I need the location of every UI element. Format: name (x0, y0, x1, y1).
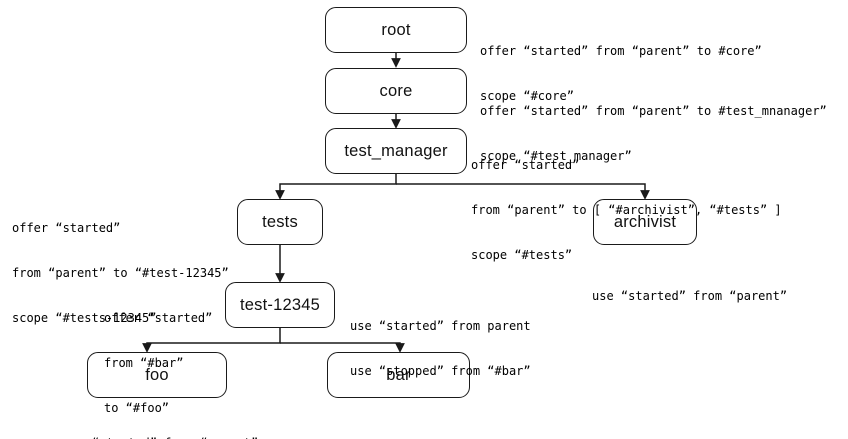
node-core: core (325, 68, 467, 114)
node-test-manager: test_manager (325, 128, 467, 174)
annotation-archivist: use “started” from “parent” (592, 259, 787, 334)
annotation-line: from “parent” to “#test-12345” (12, 266, 229, 280)
annotation-test-manager: offer “started” from “parent” to [ “#arc… (471, 128, 782, 293)
annotation-line: offer “started” (471, 158, 580, 172)
annotation-line: scope “#core” (480, 89, 574, 103)
annotation-line: use “started” from parent (350, 319, 531, 333)
annotation-line: scope “#tests” (471, 248, 573, 262)
annotation-tests: offer “started” from “parent” to “#test-… (12, 191, 229, 356)
annotation-line: offer “started” from “parent” to #test_m… (480, 104, 827, 118)
annotation-line: from “#bar” (104, 356, 184, 370)
node-tests-label: tests (262, 212, 298, 231)
annotation-root: offer “started” from “parent” to #core” … (480, 14, 762, 134)
annotation-line: offer “started” (104, 311, 213, 325)
node-foo-label: foo (145, 365, 169, 384)
annotation-line: offer “started” from “parent” to #core” (480, 44, 762, 58)
node-bar-label: bar (386, 365, 411, 384)
node-archivist: archivist (593, 199, 697, 245)
node-root: root (325, 7, 467, 53)
annotation-line: to “#foo” (104, 401, 170, 415)
annotation-line: use “started” from “parent” (63, 436, 258, 439)
annotation-test-12345-offer: offer “started” from “#bar” to “#foo” (104, 281, 212, 439)
edge-testmanager-archivist (396, 183, 650, 200)
annotation-line: scope “#test_manager” (480, 149, 632, 163)
node-bar: bar (327, 352, 470, 398)
annotation-line: use “stopped” from “#bar” (350, 364, 531, 378)
annotation-line: from “parent” to [ “#archivist”, “#tests… (471, 203, 782, 217)
node-test-12345-label: test-12345 (240, 295, 320, 314)
edge-test12345-bar (280, 342, 405, 353)
annotation-line: scope “#tests-12345” (12, 311, 157, 325)
annotation-core: offer “started” from “parent” to #test_m… (480, 74, 827, 194)
node-root-label: root (381, 20, 411, 39)
node-archivist-label: archivist (613, 212, 677, 231)
annotation-foo: use “started” from “parent” (63, 406, 258, 439)
node-core-label: core (379, 81, 413, 100)
edge-testmanager-tests (275, 174, 397, 200)
edge-test12345-foo (142, 328, 281, 353)
node-foo: foo (87, 352, 227, 398)
node-test-manager-label: test_manager (344, 141, 448, 160)
annotation-test-12345-use: use “started” from parent use “stopped” … (350, 289, 531, 409)
node-test-12345: test-12345 (225, 282, 335, 328)
annotation-line: use “started” from “parent” (592, 289, 788, 303)
node-tests: tests (237, 199, 323, 245)
annotation-line: offer “started” (12, 221, 121, 235)
